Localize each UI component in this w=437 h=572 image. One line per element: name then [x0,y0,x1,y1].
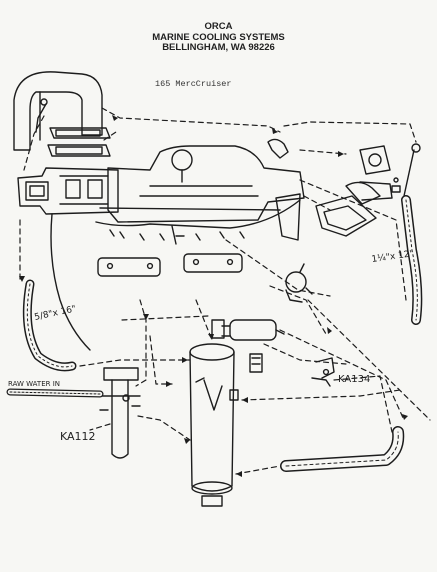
raw-water-in-label: RAW WATER IN [8,380,60,388]
exhaust-gaskets [47,127,111,157]
water-pump [285,263,313,303]
engine-model-label: 165 MercCruiser [155,79,232,89]
raw-water-fitting [99,367,141,459]
ka112-label: KA112 [60,430,96,443]
engine-block [50,145,305,351]
mounting-plates [97,225,243,277]
flow-connectors [19,107,431,475]
thermostat-housing [267,138,401,205]
company-name: ORCA [204,21,233,32]
heat-exchanger-plate [275,193,377,241]
hoses [6,143,423,472]
heat-exchanger-tank [189,343,239,507]
exhaust-elbow [13,71,103,151]
hose-size-label-small: 5/8"x 16" [34,304,78,323]
cooler-assembly [211,319,285,373]
company-division: MARINE COOLING SYSTEMS [152,31,285,43]
ka134-clamp [311,357,335,387]
company-location: BELLINGHAM, WA 98226 [162,42,275,53]
flow-arrows [19,115,408,477]
company-header: ORCA MARINE COOLING SYSTEMS BELLINGHAM, … [0,21,437,54]
hose-size-label-large: 1¼"x 12" [371,249,414,265]
exhaust-manifold [17,167,119,215]
ka134-label: KA134 [338,374,370,385]
